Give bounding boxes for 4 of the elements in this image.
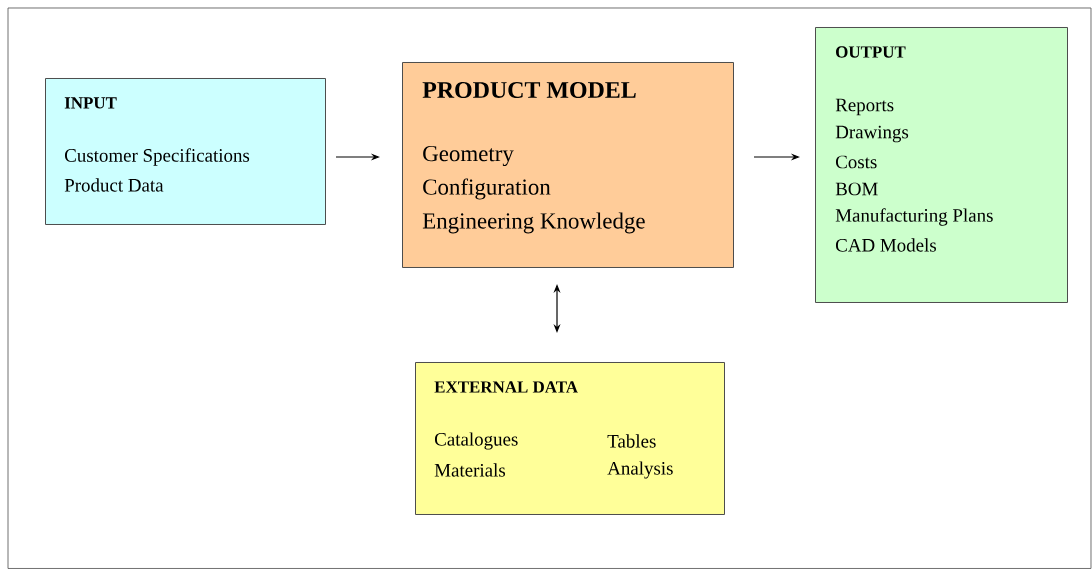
process-box: OUTPUT Reports Drawings Costs BOM Manufacturing Plans CAD Models bbox=[815, 27, 1068, 303]
process-box: INPUT Customer Specifications Product Data bbox=[45, 78, 326, 225]
process-box: PRODUCT MODEL Geometry Configuration Engineering Knowledge bbox=[402, 62, 734, 268]
process-box: EXTERNAL DATA Catalogues Tables Materials Analysis bbox=[415, 362, 725, 515]
